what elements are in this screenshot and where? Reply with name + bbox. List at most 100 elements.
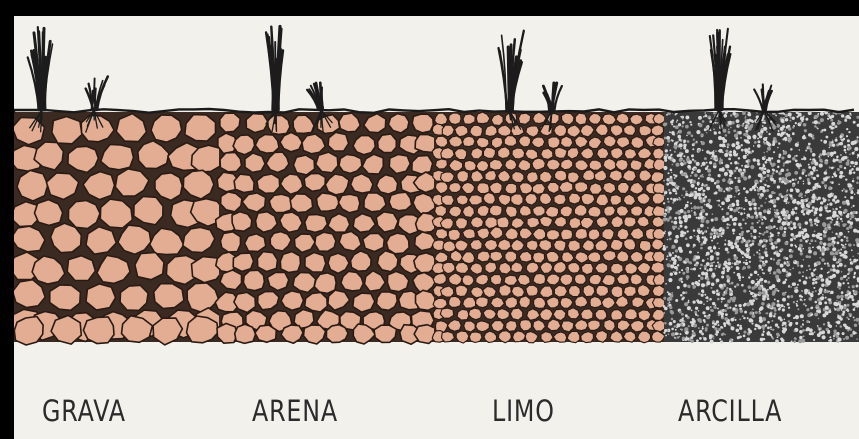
arcilla-speck xyxy=(709,334,711,336)
arcilla-speck xyxy=(831,131,833,133)
arcilla-speck xyxy=(669,306,672,309)
arcilla-speck xyxy=(741,284,744,287)
arcilla-speck xyxy=(845,326,849,330)
arcilla-speck xyxy=(710,262,713,265)
limo-particle xyxy=(602,229,614,240)
arcilla-speck xyxy=(835,214,838,217)
arena-particle xyxy=(245,153,265,172)
arcilla-speck xyxy=(781,169,785,173)
arcilla-speck xyxy=(677,119,679,121)
arcilla-speck xyxy=(835,321,837,323)
limo-particle xyxy=(651,125,664,136)
arcilla-speck xyxy=(705,297,707,299)
arcilla-speck xyxy=(776,197,780,201)
arcilla-speck xyxy=(670,169,673,172)
arcilla-speck xyxy=(684,144,686,146)
soil-section-limo xyxy=(432,112,666,343)
arcilla-speck xyxy=(759,312,762,315)
arcilla-speck xyxy=(817,183,818,184)
arcilla-speck xyxy=(775,212,777,214)
arcilla-speck xyxy=(793,340,796,343)
arcilla-speck xyxy=(834,224,836,226)
limo-particle xyxy=(616,206,628,217)
arcilla-speck xyxy=(790,233,794,237)
arcilla-speck xyxy=(816,174,819,177)
arcilla-speck xyxy=(803,259,805,261)
limo-particle xyxy=(568,285,580,296)
arcilla-speck xyxy=(759,215,763,219)
limo-particle xyxy=(484,331,497,342)
arcilla-speck xyxy=(819,257,821,259)
arcilla-speck xyxy=(800,252,803,255)
arcilla-speck xyxy=(727,279,730,282)
arcilla-speck xyxy=(677,154,680,157)
arcilla-speck xyxy=(814,125,816,127)
arcilla-speck xyxy=(835,251,839,255)
arcilla-speck xyxy=(812,167,815,170)
arcilla-speck xyxy=(688,300,689,301)
arcilla-speck xyxy=(817,113,819,115)
arcilla-speck xyxy=(834,237,837,240)
arcilla-speck xyxy=(717,298,720,301)
limo-particle xyxy=(435,159,447,169)
arcilla-speck xyxy=(763,152,765,154)
arcilla-speck xyxy=(784,262,787,265)
arcilla-speck xyxy=(777,240,780,243)
arcilla-speck xyxy=(842,311,845,314)
arcilla-speck xyxy=(702,120,705,123)
arcilla-speck xyxy=(785,257,788,260)
arcilla-speck xyxy=(756,187,758,189)
arcilla-speck xyxy=(738,304,741,307)
arcilla-speck xyxy=(727,269,730,272)
arcilla-speck xyxy=(780,226,783,229)
arcilla-speck xyxy=(852,211,855,214)
arcilla-speck xyxy=(714,268,716,270)
arcilla-speck xyxy=(758,212,762,216)
arcilla-speck xyxy=(735,186,739,190)
arcilla-speck xyxy=(739,325,741,327)
arcilla-speck xyxy=(734,196,736,198)
arcilla-speck xyxy=(744,148,747,151)
arcilla-speck xyxy=(709,337,712,340)
arcilla-speck xyxy=(688,325,690,327)
arcilla-speck xyxy=(729,288,732,291)
arcilla-speck xyxy=(729,341,731,343)
limo-particle xyxy=(484,147,496,158)
arcilla-speck xyxy=(801,296,803,298)
arcilla-speck xyxy=(790,221,793,224)
arcilla-speck xyxy=(809,243,811,245)
arcilla-speck xyxy=(718,136,722,140)
arcilla-speck xyxy=(683,211,686,214)
arcilla-speck xyxy=(676,199,678,201)
arcilla-speck xyxy=(783,327,787,331)
arcilla-speck xyxy=(784,132,786,134)
arcilla-speck xyxy=(705,254,707,256)
limo-particle xyxy=(504,275,518,285)
arcilla-speck xyxy=(817,333,821,337)
arcilla-speck xyxy=(699,337,702,340)
arcilla-speck xyxy=(805,221,809,225)
arcilla-speck xyxy=(683,284,687,288)
arena-particle xyxy=(305,215,328,233)
arcilla-speck xyxy=(676,133,678,135)
arcilla-speck xyxy=(701,230,703,232)
arcilla-speck xyxy=(854,307,856,309)
arcilla-speck xyxy=(853,308,856,311)
limo-particle xyxy=(440,218,453,229)
arcilla-speck xyxy=(716,180,720,184)
arena-particle xyxy=(416,290,437,310)
arcilla-speck xyxy=(726,187,729,190)
arcilla-speck xyxy=(762,125,764,127)
arcilla-speck xyxy=(739,327,742,330)
arcilla-speck xyxy=(793,199,796,202)
arcilla-speck xyxy=(742,256,744,258)
arcilla-speck xyxy=(693,139,695,141)
arcilla-speck xyxy=(770,178,774,182)
arcilla-speck xyxy=(698,327,700,329)
arcilla-speck xyxy=(725,247,729,251)
arcilla-speck xyxy=(837,249,840,252)
arcilla-speck xyxy=(787,295,789,297)
arcilla-speck xyxy=(824,129,827,132)
limo-particle xyxy=(477,183,489,194)
arcilla-speck xyxy=(813,251,817,255)
